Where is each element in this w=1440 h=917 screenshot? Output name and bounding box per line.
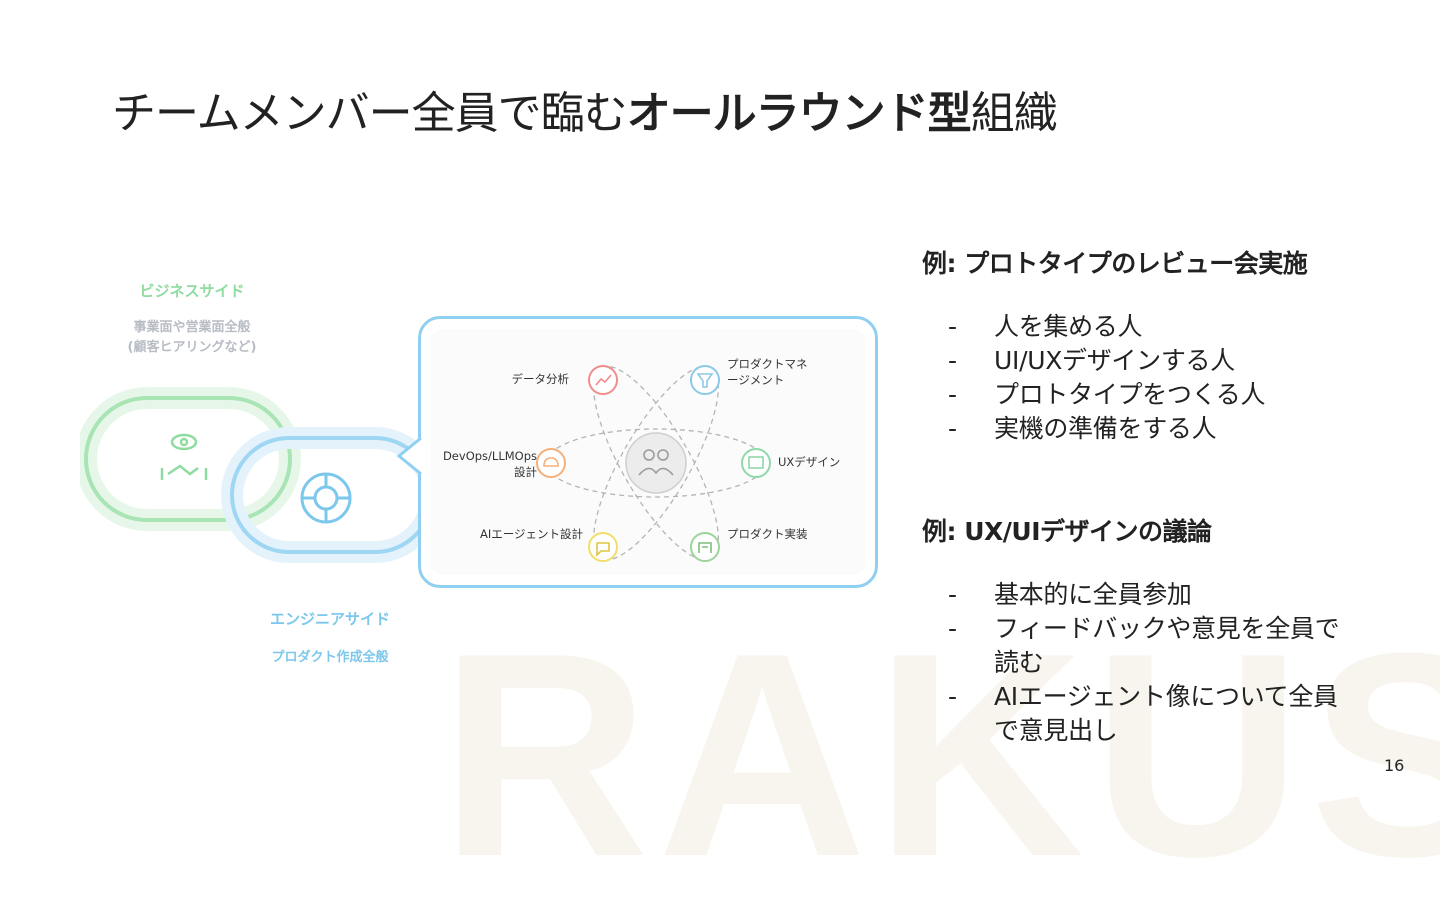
center-team-node [625, 432, 687, 494]
all-round-team-diagram: ビジネスサイド 事業面や営業面全般 (顧客ヒアリングなど) [80, 270, 900, 680]
examples-column: 例: プロトタイプのレビュー会実施 人を集める人 UI/UXデザインする人 プロ… [922, 244, 1392, 748]
devops-label-line-2: 設計 [514, 464, 537, 479]
target-icon [300, 472, 352, 524]
list-item: フィードバックや意見を全員で読む [922, 612, 1362, 680]
business-side-label: ビジネスサイド [139, 282, 245, 300]
example-heading-1: 例: プロトタイプのレビュー会実施 [922, 249, 1308, 278]
list-item: 基本的に全員参加 [922, 578, 1362, 612]
engineer-side-description: プロダクト作成全般 [271, 650, 389, 665]
list-item: プロトタイプをつくる人 [922, 378, 1342, 412]
ai-agent-label: AIエージェント設計 [479, 527, 583, 541]
pm-label-line-2: ージメント [727, 372, 785, 387]
example-list-2: 基本的に全員参加 フィードバックや意見を全員で読む AIエージェント像について全… [922, 578, 1362, 748]
pm-label-line-1: プロダクトマネ [727, 357, 808, 371]
title-bold: オールラウンド型 [626, 88, 972, 139]
data-analysis-label: データ分析 [511, 372, 570, 386]
engineer-side-label: エンジニアサイド [269, 610, 390, 628]
product-management-label: プロダクトマネ ージメント [727, 357, 808, 388]
page-number: 16 [1384, 756, 1405, 775]
implementation-label: プロダクト実装 [727, 527, 808, 541]
handshake-eye-icon [160, 433, 208, 480]
ux-design-node [741, 448, 771, 478]
example-list-1: 人を集める人 UI/UXデザインする人 プロトタイプをつくる人 実機の準備をする… [922, 310, 1342, 446]
product-management-node [690, 365, 720, 395]
list-item: AIエージェント像について全員で意見出し [922, 680, 1362, 748]
slide-title: チームメンバー全員で臨むオールラウンド型組織 [112, 88, 1058, 141]
business-side-description: 事業面や営業面全般 (顧客ヒアリングなど) [102, 318, 282, 357]
list-item: 人を集める人 [922, 310, 1342, 344]
ai-agent-node [588, 532, 618, 562]
list-item: 実機の準備をする人 [922, 412, 1342, 446]
ux-design-label: UXデザイン [778, 455, 841, 469]
devops-label: DevOps/LLMOps 設計 [443, 449, 537, 480]
title-prefix: チームメンバー全員で臨む [112, 88, 628, 139]
business-ring [84, 396, 292, 522]
implementation-node [690, 532, 720, 562]
title-suffix: 組織 [970, 88, 1058, 139]
orbit-graphic [536, 365, 771, 562]
role-panel: データ分析 プロダクトマネ ージメント DevOps/LLMOps 設計 UXデ… [418, 316, 878, 588]
data-analysis-node [588, 365, 618, 395]
devops-label-line-1: DevOps/LLMOps [442, 449, 537, 463]
panel-pointer [396, 436, 422, 476]
example-heading-2: 例: UX/UIデザインの議論 [922, 517, 1212, 546]
role-panel-inner: データ分析 プロダクトマネ ージメント DevOps/LLMOps 設計 UXデ… [431, 329, 865, 575]
business-desc-line-1: 事業面や営業面全般 [133, 320, 251, 335]
list-item: UI/UXデザインする人 [922, 344, 1342, 378]
business-desc-line-2: (顧客ヒアリングなど) [127, 339, 257, 355]
devops-node [536, 448, 566, 478]
